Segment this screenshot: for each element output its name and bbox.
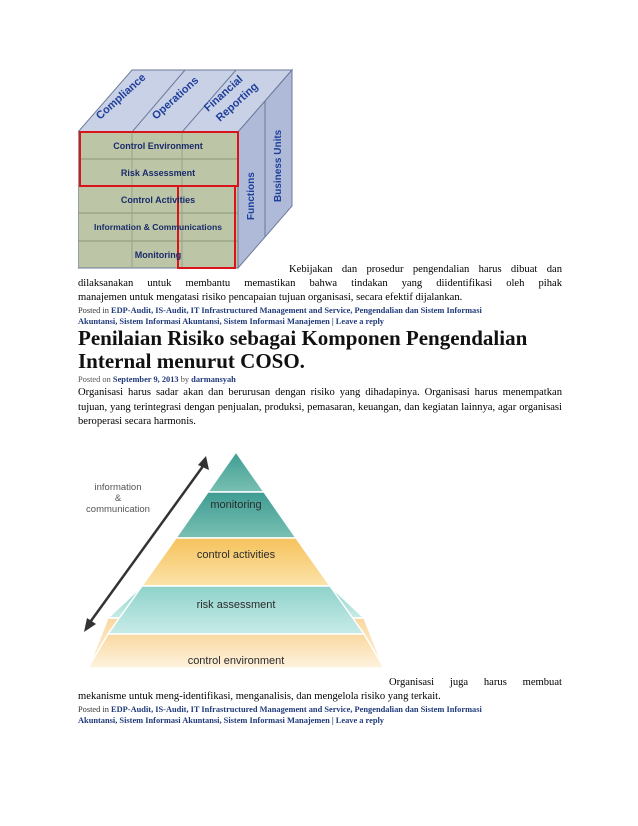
post2-meta: Posted in EDP-Audit, IS-Audit, IT Infras… [78,704,562,726]
pyramid-side-label-ampersand: & [115,493,122,504]
cube-row-control-environment: Control Environment [113,141,203,151]
cube-label-business-units: Business Units [273,129,284,202]
post1-para-first-line: Kebijakan dan prosedur pengendalian haru… [289,263,562,278]
post2-paragraph: Organisasi harus sadar akan dan berurusa… [78,386,562,430]
pyramid-layer-risk-assessment: risk assessment [197,599,276,611]
post2-para2-first-line: Organisasi juga harus membuat [389,676,562,691]
pyramid-side-label-communication: communication [86,504,150,515]
cube-label-functions: Functions [246,172,257,220]
post2-title-line1[interactable]: Penilaian Risiko sebagai Komponen Pengen… [78,326,527,350]
post2-title[interactable]: Penilaian Risiko sebagai Komponen Pengen… [78,327,562,373]
posted-on-label: Posted on [78,375,111,384]
post2-categories-line2[interactable]: Akuntansi, Sistem Informasi Akuntansi, S… [78,716,384,725]
coso-pyramid-figure: information & communication monitoring c… [78,440,386,670]
cube-row-information-communications: Information & Communications [94,222,222,232]
coso-cube-figure: Compliance Operations Financial Reportin… [78,62,296,272]
post1-meta: Posted in EDP-Audit, IS-Audit, IT Infras… [78,305,562,327]
post2-categories-line1[interactable]: EDP-Audit, IS-Audit, IT Infrastructured … [111,705,482,714]
post2-author-link[interactable]: darmansyah [191,375,236,384]
post1-para-line2: dilaksanakan untuk membantu memastikan b… [78,277,562,292]
post2-posted-on: Posted on September 9, 2013 by darmansya… [78,375,236,384]
post2-posted-in: Posted in [78,705,109,714]
posted-by-label: by [181,375,189,384]
cube-row-risk-assessment: Risk Assessment [121,168,195,178]
post2-date-link[interactable]: September 9, 2013 [113,375,179,384]
pyramid-layer-control-activities: control activities [197,549,276,561]
post1-posted-in: Posted in [78,306,109,315]
pyramid-side-label-information: information [95,482,142,493]
cube-row-monitoring: Monitoring [135,250,182,260]
post2-para2-line2: mekanisme untuk meng-identifikasi, menga… [78,690,562,705]
post1-categories-line2[interactable]: Akuntansi, Sistem Informasi Akuntansi, S… [78,317,384,326]
pyramid-layer-monitoring: monitoring [210,499,261,511]
post2-title-line2[interactable]: Internal menurut COSO. [78,349,305,373]
pyramid-layer-control-environment: control environment [188,655,285,667]
cube-row-control-activities: Control Activities [121,195,195,205]
post1-para-line3: manajemen untuk mengatasi risiko pencapa… [78,291,562,306]
post1-categories-line1[interactable]: EDP-Audit, IS-Audit, IT Infrastructured … [111,306,482,315]
